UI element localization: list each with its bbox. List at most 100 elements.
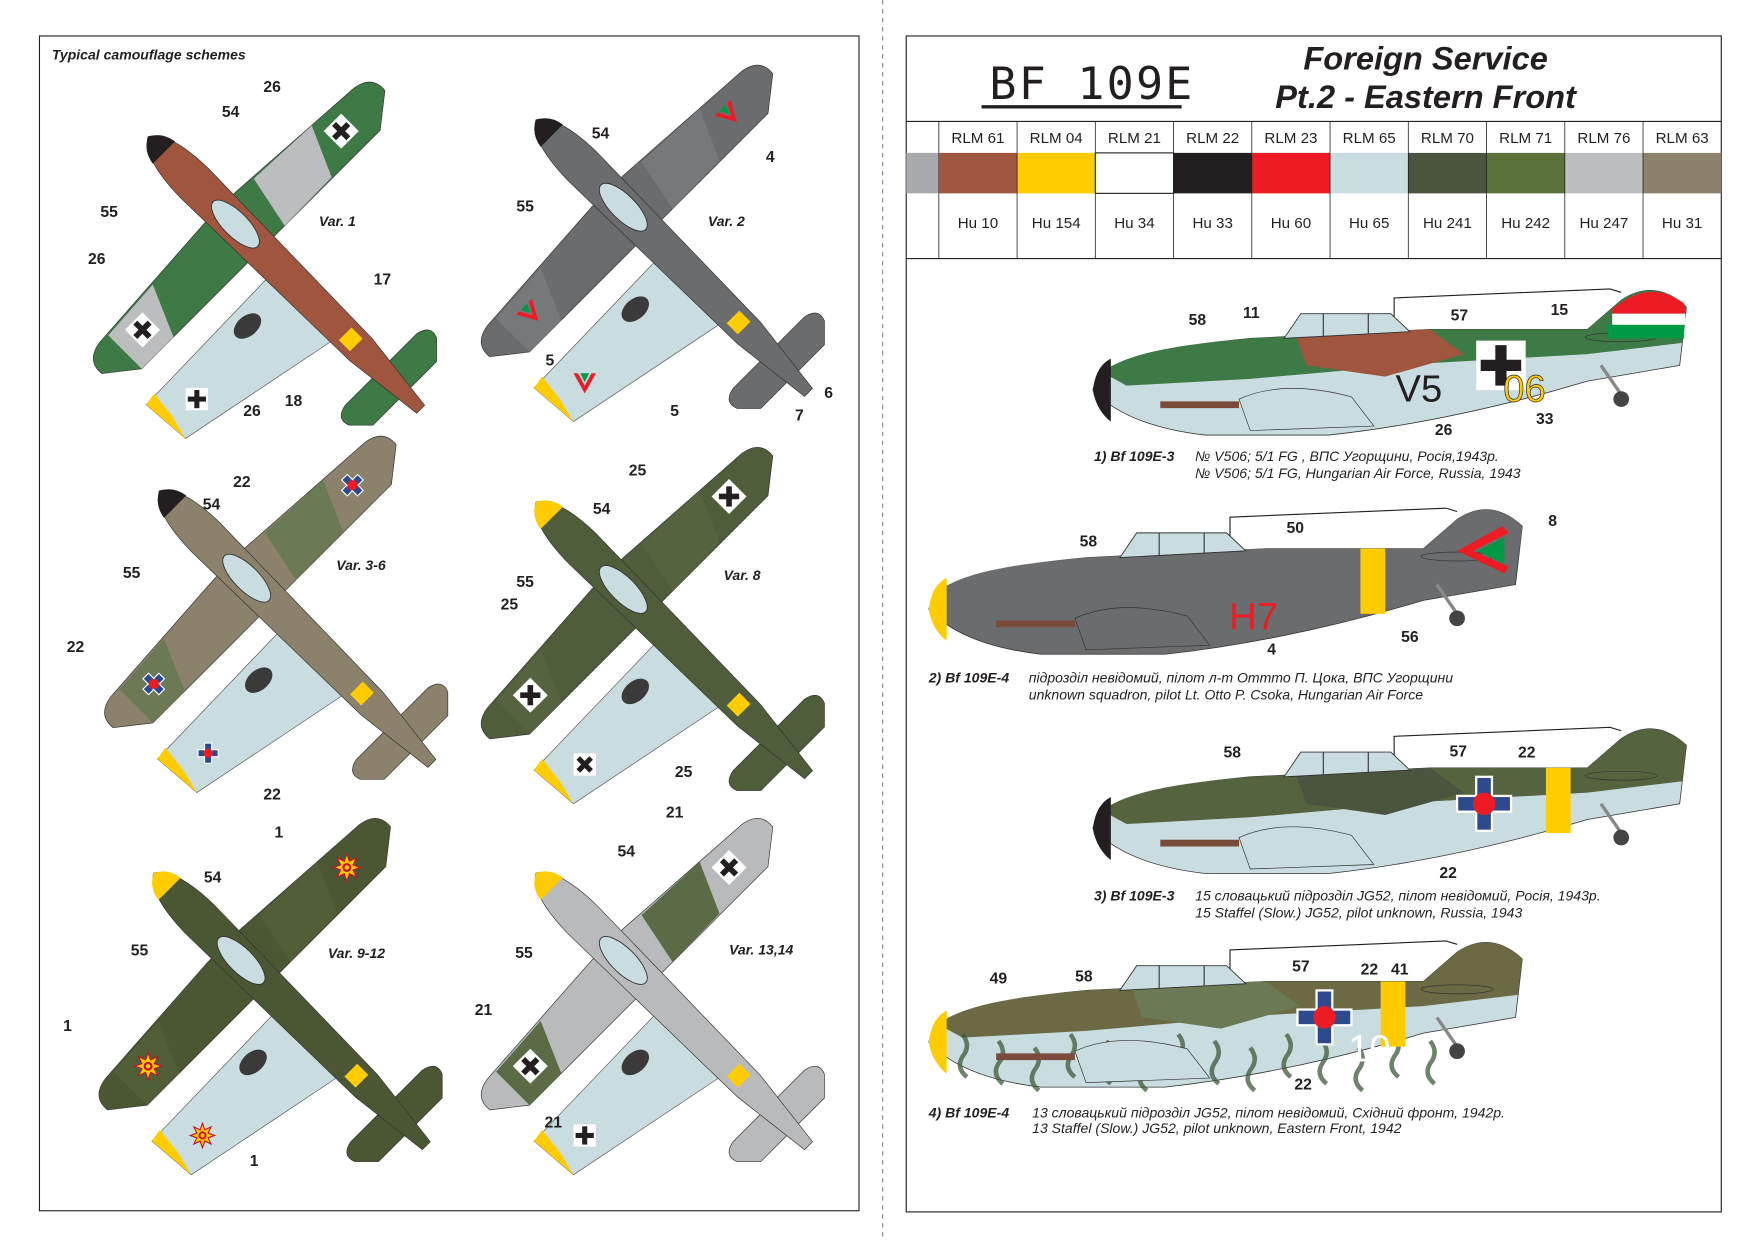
exhaust-panel <box>1160 401 1239 409</box>
callout-number: 57 <box>1449 744 1467 761</box>
tail-flag-red <box>1612 291 1686 314</box>
rlm-code: RLM 23 <box>1264 130 1317 147</box>
callout-number: 15 <box>1551 302 1569 319</box>
title-line-1: Foreign Service <box>1303 40 1548 77</box>
callout-number: 22 <box>1294 1076 1312 1093</box>
wheel-well <box>621 296 649 322</box>
nose-spinner <box>928 1010 947 1074</box>
wing-insignia <box>132 852 363 1082</box>
callout-number: 54 <box>222 104 240 121</box>
callout-number: 5 <box>670 403 679 420</box>
rlm-code: RLM 63 <box>1656 130 1709 147</box>
color-swatch <box>1251 152 1331 194</box>
aircraft-code-marking: V5 <box>1395 367 1442 410</box>
fuselage-band <box>726 692 751 717</box>
tailplane <box>1420 984 1494 995</box>
fuselage-band <box>726 1063 751 1088</box>
tailwheel-strut <box>1435 583 1459 615</box>
camo-squiggle <box>1317 1039 1329 1086</box>
camo-squiggle <box>1245 1046 1257 1093</box>
nose-cowling <box>534 871 563 901</box>
callout-number: 50 <box>1286 520 1304 537</box>
aircraft-plan-view <box>480 447 825 791</box>
color-swatch <box>1094 152 1175 194</box>
yellow-wingtip <box>146 393 186 439</box>
callout-number: 56 <box>1401 629 1419 646</box>
callout-number: 18 <box>285 393 303 410</box>
nose-spinner <box>928 577 947 641</box>
callout-number: 1 <box>275 825 284 842</box>
hu-code: Hu 65 <box>1349 215 1389 232</box>
tailwheel <box>1449 1043 1465 1060</box>
tail-flag-white <box>1612 313 1686 325</box>
aircraft-plan-view <box>98 818 443 1162</box>
color-swatch <box>1564 152 1644 194</box>
yellow-wingtip <box>534 1129 574 1175</box>
color-swatch <box>1017 152 1096 194</box>
callout-number: 21 <box>544 1115 562 1132</box>
nose-spinner <box>1092 797 1111 861</box>
camo-squiggle <box>957 1032 970 1079</box>
cross-insignia-icon <box>1476 340 1526 391</box>
callout-number: 57 <box>1292 958 1310 975</box>
romanian-star-insignia-icon <box>188 1121 217 1150</box>
callout-number: 54 <box>618 844 636 861</box>
fuselage-band <box>350 681 374 706</box>
color-swatch <box>1643 152 1722 194</box>
profile-number: 1) Bf 109E-3 <box>1094 448 1175 464</box>
camo-patch <box>264 479 343 580</box>
cross-insignia-icon <box>718 486 740 507</box>
canopy <box>598 565 648 614</box>
wheel-well <box>621 678 649 705</box>
tailwheel <box>1613 391 1630 407</box>
exhaust-panel <box>996 1053 1075 1061</box>
paint-column: RLM 65 Hu 65 <box>1329 121 1409 259</box>
callout-number: 7 <box>795 407 804 424</box>
cross-insignia-icon <box>332 121 351 141</box>
rlm-code: RLM 65 <box>1343 130 1396 147</box>
callout-number: 26 <box>243 403 261 420</box>
swatch-unlabeled-gray <box>906 152 939 194</box>
fuselage-band <box>1380 981 1406 1047</box>
nose-cowling <box>534 500 563 530</box>
slovak-cross-insignia-icon <box>1455 775 1513 832</box>
callout-number: 58 <box>1075 968 1093 985</box>
nose-cowling <box>152 871 181 901</box>
tailwheel <box>1613 829 1630 846</box>
callout-number: 55 <box>131 943 149 960</box>
callout-number: 58 <box>1224 745 1242 762</box>
callout-number: 26 <box>263 79 281 96</box>
tailwheel-strut <box>1599 802 1623 834</box>
rlm-code: RLM 76 <box>1577 130 1630 147</box>
callout-number: 57 <box>1451 307 1469 324</box>
wheel-well <box>239 1049 267 1076</box>
caption-ukrainian: 15 словацький підрозділ JG52, пілот неві… <box>1195 887 1601 903</box>
tailplane <box>1584 770 1658 781</box>
callout-number: 21 <box>475 1002 493 1019</box>
canopy <box>222 553 272 603</box>
hu-code: Hu 33 <box>1192 215 1232 232</box>
callout-number: 54 <box>592 125 610 142</box>
fuselage-band <box>338 327 363 352</box>
rlm-code: RLM 61 <box>951 130 1004 147</box>
profile-number: 2) Bf 109E-4 <box>928 669 1010 685</box>
nose-spinner <box>1092 358 1111 422</box>
left-panel-title: Typical camouflage schemes <box>52 47 246 63</box>
variant-label: Var. 3-6 <box>336 557 386 573</box>
callout-number: 11 <box>1243 305 1260 322</box>
wing-root <box>1074 607 1211 651</box>
camo-squiggle <box>1209 1039 1221 1086</box>
